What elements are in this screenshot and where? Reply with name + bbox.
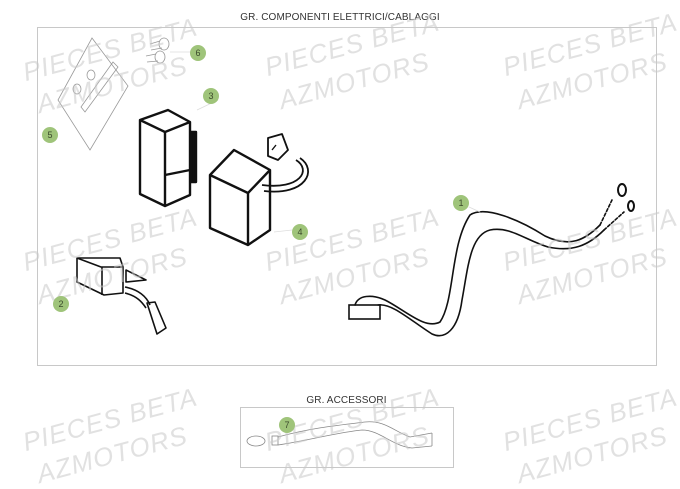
parts-illustration bbox=[57, 37, 635, 449]
callout-5[interactable]: 5 bbox=[42, 127, 58, 143]
part-1-harness bbox=[348, 183, 635, 337]
part-3-box bbox=[138, 99, 219, 208]
part-2-connector bbox=[76, 257, 167, 335]
part-6-screws bbox=[145, 37, 190, 64]
accessories-diagram-frame bbox=[240, 407, 454, 468]
section-title-accessories: GR. ACCESSORI bbox=[306, 395, 387, 406]
callout-4[interactable]: 4 bbox=[292, 224, 308, 240]
callout-2[interactable]: 2 bbox=[53, 296, 69, 312]
electrical-diagram-frame bbox=[37, 27, 657, 366]
callout-6[interactable]: 6 bbox=[190, 45, 206, 61]
callout-3[interactable]: 3 bbox=[203, 88, 219, 104]
callout-7[interactable]: 7 bbox=[279, 417, 295, 433]
part-5-plate bbox=[57, 37, 129, 151]
section-title-electrical: GR. COMPONENTI ELETTRICI/CABLAGGI bbox=[240, 12, 440, 23]
part-4-regulator bbox=[208, 133, 309, 247]
part-7-cable bbox=[246, 421, 433, 449]
callout-1[interactable]: 1 bbox=[453, 195, 469, 211]
